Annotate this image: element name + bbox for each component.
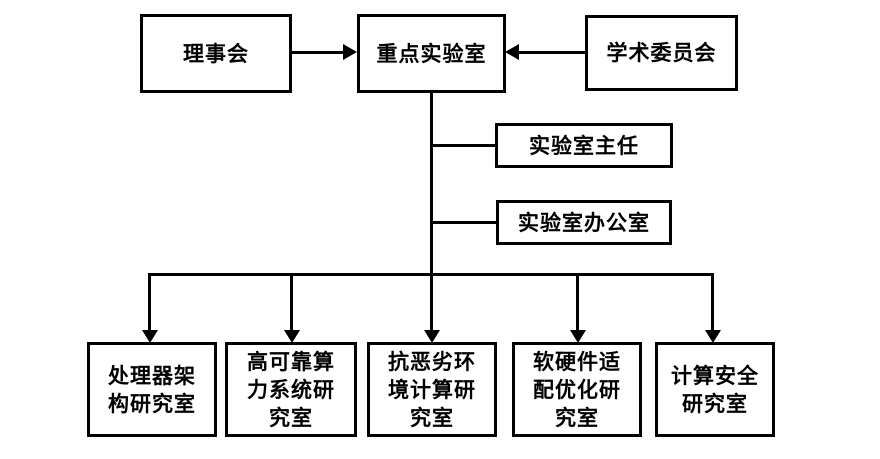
arrowhead-down-icon	[570, 330, 586, 343]
connector-drop-dept-processor	[148, 273, 151, 331]
node-processor-architecture-office: 处理器架 构研究室	[87, 342, 217, 437]
arrowhead-down-icon	[142, 330, 158, 343]
node-hw-sw-adaptation-office: 软硬件适 配优化研 究室	[512, 342, 642, 437]
node-harsh-environment-office: 抗恶劣环 境计算研 究室	[367, 342, 497, 437]
arrowhead-right-icon	[343, 44, 357, 60]
connector-drop-dept-security	[711, 273, 714, 331]
node-lab-office: 实验室办公室	[496, 200, 672, 245]
node-reliable-computing-office: 高可靠算 力系统研 究室	[225, 342, 357, 437]
connector-academic-to-keylab	[519, 51, 585, 54]
connector-board-to-keylab	[290, 51, 345, 54]
node-academic-committee: 学术委员会	[585, 15, 738, 91]
arrowhead-down-icon	[705, 330, 721, 343]
arrowhead-down-icon	[284, 330, 300, 343]
connector-drop-dept-adapt	[576, 273, 579, 331]
arrowhead-left-icon	[505, 44, 519, 60]
arrowhead-down-icon	[424, 330, 440, 343]
node-computing-security-office: 计算安全 研究室	[655, 342, 775, 437]
connector-drop-dept-reliable	[290, 273, 293, 331]
connector-drop-dept-harsh	[430, 273, 433, 331]
connector-keylab-to-director	[433, 144, 495, 147]
connector-keylab-to-office	[433, 221, 496, 224]
node-key-laboratory: 重点实验室	[357, 14, 506, 93]
node-lab-director: 实验室主任	[495, 123, 673, 168]
node-board-of-directors: 理事会	[140, 14, 292, 93]
connector-keylab-trunk	[430, 93, 433, 276]
